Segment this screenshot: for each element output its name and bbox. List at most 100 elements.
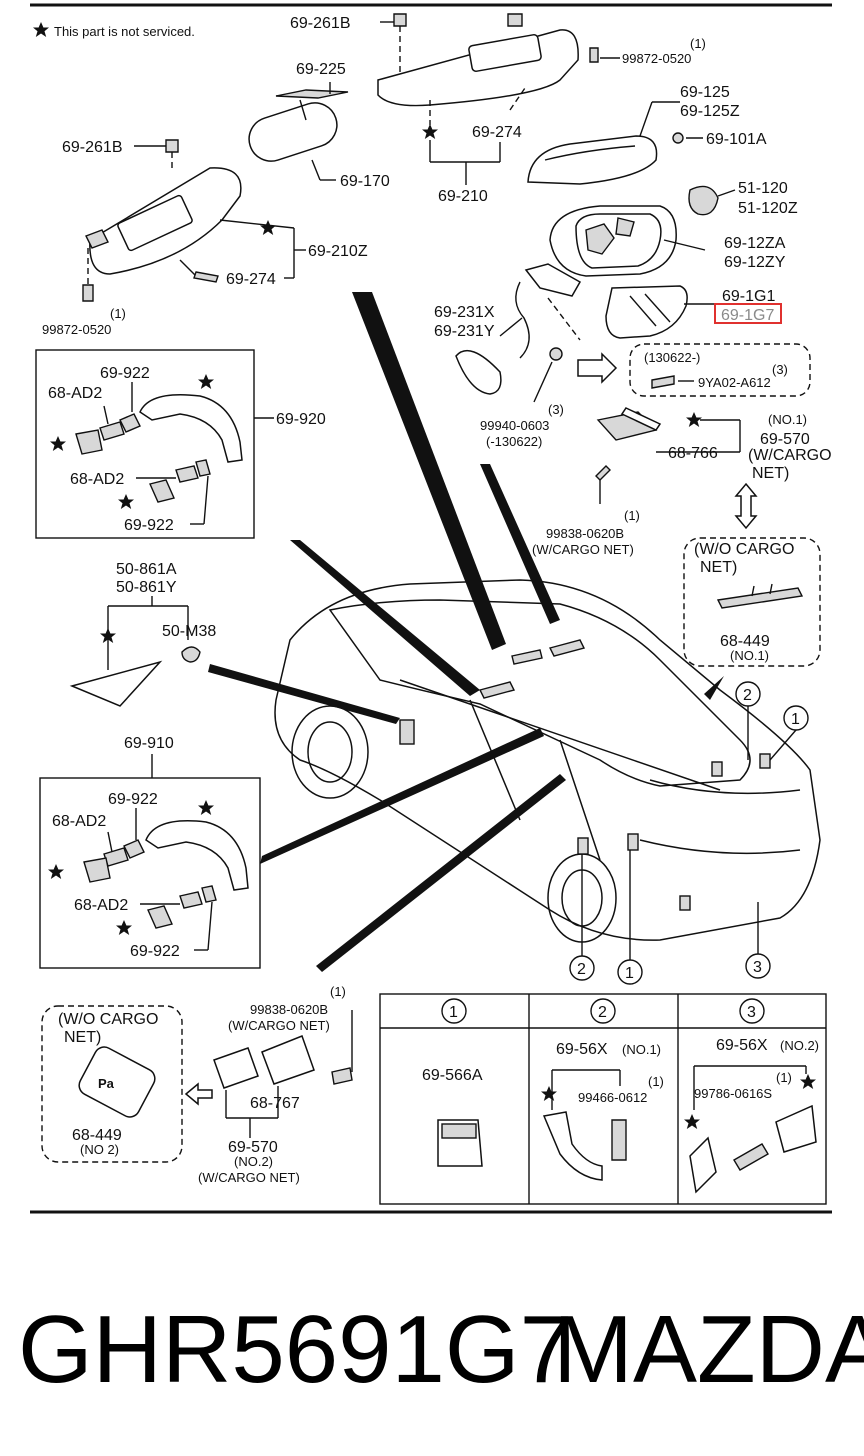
label-69-101A: 69-101A [706, 131, 767, 148]
cell2-variant: (NO.1) [622, 1042, 661, 1057]
label-69-210: 69-210 [438, 188, 488, 205]
label-68-AD2-a: 68-AD2 [48, 385, 102, 402]
label-no1-b: (NO.1) [730, 648, 769, 663]
label-99872-b-qty: (1) [110, 306, 126, 321]
label-99872-a-qty: (1) [690, 36, 706, 51]
label-69-274-b: 69-274 [226, 271, 276, 288]
footer-caption: GHR5691G7 MAZDA [18, 1290, 864, 1420]
label-69-231X: 69-231X [434, 304, 495, 321]
label-69-210Z: 69-210Z [308, 243, 368, 260]
label-51-120: 51-120 [738, 180, 788, 197]
label-99940-date: (-130622) [486, 434, 542, 449]
label-99940-qty: (3) [548, 402, 564, 417]
label-69-225: 69-225 [296, 61, 346, 78]
highlight-box [714, 303, 782, 324]
label-net-a: NET) [752, 465, 789, 482]
label-68-767: 68-767 [250, 1095, 300, 1112]
label-wcargo-a: (W/CARGO [748, 447, 832, 464]
cell2-bolt: 99466-0612 [578, 1090, 647, 1105]
label-68-AD2-d: 68-AD2 [74, 897, 128, 914]
label-68-449-a: 68-449 [720, 633, 770, 650]
label-69-12ZA: 69-12ZA [724, 235, 786, 252]
label-9YA02: 9YA02-A612 [698, 375, 771, 390]
brand-name: MAZDA [553, 1296, 864, 1403]
label-68-AD2-c: 68-AD2 [52, 813, 106, 830]
callout-table: 1 2 3 [379, 993, 827, 1205]
label-wocargo-a: (W/O CARGO [694, 541, 794, 558]
label-69-570-a: 69-570 [760, 431, 810, 448]
label-69-170: 69-170 [340, 173, 390, 190]
label-69-922-a: 69-922 [100, 365, 150, 382]
assist-grip-box-lower [39, 777, 261, 969]
label-9YA02-qty: (3) [772, 362, 788, 377]
note-text: This part is not serviced. [54, 24, 195, 39]
cargo-hook-glyph: Pa [98, 1076, 115, 1091]
label-wcargonet-b: (W/CARGO NET) [228, 1018, 330, 1033]
cell3-qty: (1) [776, 1070, 792, 1085]
label-51-120Z: 51-120Z [738, 200, 798, 217]
label-68-449-b: 68-449 [72, 1127, 122, 1144]
label-68-AD2-b: 68-AD2 [70, 471, 124, 488]
label-no1-a: (NO.1) [768, 412, 807, 427]
table-header-3: 3 [747, 1004, 756, 1021]
car-body [274, 579, 821, 943]
label-99838-b-qty: (1) [330, 984, 346, 999]
label-wcargonet-c: (W/CARGO NET) [198, 1170, 300, 1185]
cell2-qty: (1) [648, 1074, 664, 1089]
cell1-part: 69-566A [422, 1067, 483, 1084]
callout-1-bottom: 1 [625, 965, 634, 982]
sun-visor-right [377, 13, 579, 107]
label-99872-a: 99872-0520 [622, 51, 691, 66]
label-50-M38: 50-M38 [162, 623, 216, 640]
label-99838-b: 99838-0620B [250, 1002, 328, 1017]
callout-1-top: 1 [791, 711, 800, 728]
label-69-922-c: 69-922 [108, 791, 158, 808]
label-69-910: 69-910 [124, 735, 174, 752]
label-no2-b: (NO.2) [234, 1154, 273, 1169]
label-99872-b: 99872-0520 [42, 322, 111, 337]
mirror-cover [527, 135, 658, 185]
label-69-125: 69-125 [680, 84, 730, 101]
assist-grip-box-upper [35, 349, 255, 539]
label-69-261B-a: 69-261B [290, 15, 351, 32]
label-69-920: 69-920 [276, 411, 326, 428]
label-99940: 99940-0603 [480, 418, 549, 433]
label-69-274-a: 69-274 [472, 124, 522, 141]
label-net-b: NET) [700, 559, 737, 576]
label-69-922-d: 69-922 [130, 943, 180, 960]
callout-2-bottom: 2 [577, 961, 586, 978]
label-99838-a: 99838-0620B [546, 526, 624, 541]
label-69-125Z: 69-125Z [680, 103, 740, 120]
table-header-2: 2 [598, 1004, 607, 1021]
mirror-glass [605, 285, 688, 339]
label-wocargo-b: (W/O CARGO [58, 1011, 158, 1028]
label-69-261B-b: 69-261B [62, 139, 123, 156]
callout-2-top: 2 [743, 687, 752, 704]
callout-3: 3 [753, 959, 762, 976]
label-68-766: 68-766 [668, 445, 718, 462]
star-icon [33, 22, 49, 37]
label-net-c: NET) [64, 1029, 101, 1046]
part-number: GHR5691G7 [18, 1296, 573, 1403]
sun-visor-left [85, 139, 242, 275]
table-header-1: 1 [449, 1004, 458, 1021]
cell3-bolt: 99786-0616S [694, 1086, 772, 1101]
label-69-1G1: 69-1G1 [722, 288, 775, 305]
label-99838-a-qty: (1) [624, 508, 640, 523]
label-50-861Y: 50-861Y [116, 579, 177, 596]
cell3-variant: (NO.2) [780, 1038, 819, 1053]
label-50-861A: 50-861A [116, 561, 177, 578]
label-69-570-b: 69-570 [228, 1139, 278, 1156]
door-mirror [524, 205, 677, 297]
label-130622: (130622-) [644, 350, 700, 365]
label-no2-a: (NO 2) [80, 1142, 119, 1157]
cell3-part: 69-56X [716, 1037, 768, 1054]
label-69-231Y: 69-231Y [434, 323, 495, 340]
label-69-922-b: 69-922 [124, 517, 174, 534]
rear-view-mirror [248, 89, 349, 162]
label-wcargonet-a: (W/CARGO NET) [532, 542, 634, 557]
cell2-part: 69-56X [556, 1041, 608, 1058]
label-69-12ZY: 69-12ZY [724, 254, 786, 271]
label-69-1G7: 69-1G7 [721, 307, 774, 324]
